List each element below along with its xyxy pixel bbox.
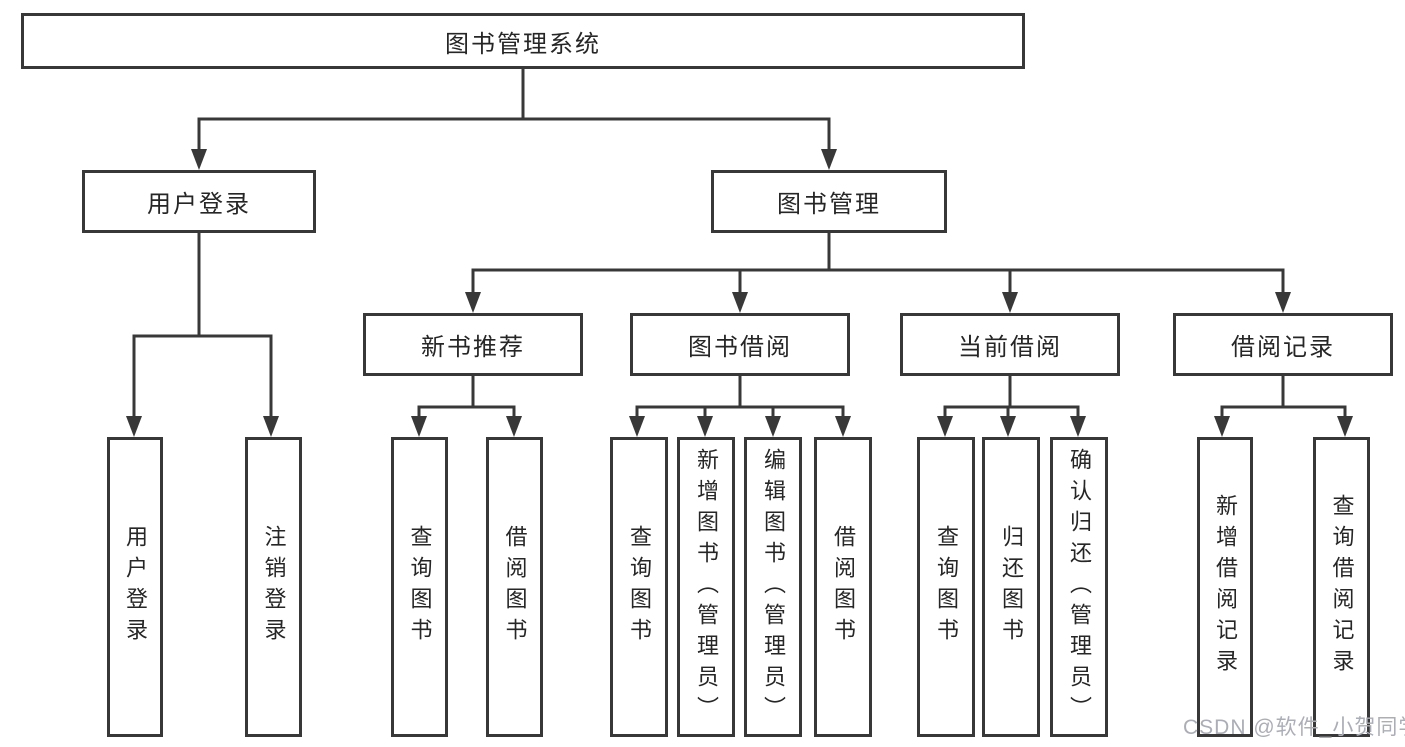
watermark: CSDN @软件_小贺同学 bbox=[1183, 716, 1405, 739]
arrowhead-icon bbox=[821, 149, 837, 170]
arrowheads bbox=[126, 149, 1353, 437]
arrowhead-icon bbox=[629, 416, 645, 437]
leaf-query-books-borrow-label: 查询图书 bbox=[627, 525, 652, 649]
arrowhead-icon bbox=[191, 149, 207, 170]
arrowhead-icon bbox=[697, 416, 713, 437]
arrowhead-icon bbox=[506, 416, 522, 437]
arrowhead-icon bbox=[765, 416, 781, 437]
connector-book-borrow-children bbox=[635, 376, 845, 420]
leaf-query-borrow-record: 查询借阅记录 bbox=[1313, 437, 1370, 737]
leaf-edit-book-admin-label: 编辑图书（管理员） bbox=[761, 447, 786, 727]
node-new-book-recommend: 新书推荐 bbox=[363, 313, 583, 376]
leaf-query-books-current-label: 查询图书 bbox=[934, 525, 959, 649]
node-book-borrow: 图书借阅 bbox=[630, 313, 850, 376]
node-root-label: 图书管理系统 bbox=[445, 30, 601, 58]
leaf-query-books-current: 查询图书 bbox=[917, 437, 975, 737]
arrowhead-icon bbox=[263, 416, 279, 437]
connector-new-book-children bbox=[417, 376, 516, 420]
leaf-query-borrow-record-label: 查询借阅记录 bbox=[1329, 494, 1355, 680]
arrowhead-icon bbox=[1000, 416, 1016, 437]
leaf-add-book-admin: 新增图书（管理员） bbox=[677, 437, 735, 737]
arrowhead-icon bbox=[835, 416, 851, 437]
node-current-borrow-label: 当前借阅 bbox=[958, 334, 1062, 361]
arrowhead-icon bbox=[1337, 416, 1353, 437]
leaf-borrow-books: 借阅图书 bbox=[814, 437, 872, 737]
arrowhead-icon bbox=[1070, 416, 1086, 437]
leaf-return-book: 归还图书 bbox=[982, 437, 1040, 737]
arrowhead-icon bbox=[411, 416, 427, 437]
leaf-borrow-books-recommend-label: 借阅图书 bbox=[502, 525, 528, 649]
connector-paths bbox=[132, 69, 1347, 420]
node-book-management: 图书管理 bbox=[711, 170, 947, 233]
node-book-management-label: 图书管理 bbox=[777, 191, 881, 218]
leaf-query-books-recommend: 查询图书 bbox=[391, 437, 448, 737]
connector-user-login-children bbox=[132, 233, 273, 420]
connector-borrow-record-children bbox=[1220, 376, 1347, 420]
leaf-add-book-admin-label: 新增图书（管理员） bbox=[694, 447, 719, 727]
leaf-logout: 注销登录 bbox=[245, 437, 302, 737]
arrowhead-icon bbox=[1275, 292, 1291, 313]
leaf-confirm-return-admin-label: 确认归还（管理员） bbox=[1067, 447, 1092, 727]
node-root: 图书管理系统 bbox=[21, 13, 1025, 69]
leaf-confirm-return-admin: 确认归还（管理员） bbox=[1050, 437, 1108, 737]
leaf-edit-book-admin: 编辑图书（管理员） bbox=[744, 437, 802, 737]
leaf-borrow-books-label: 借阅图书 bbox=[831, 525, 856, 649]
leaf-return-book-label: 归还图书 bbox=[999, 525, 1024, 649]
leaf-logout-label: 注销登录 bbox=[261, 525, 287, 649]
connector-root-to-level1 bbox=[197, 69, 831, 151]
arrowhead-icon bbox=[1214, 416, 1230, 437]
leaf-query-books-recommend-label: 查询图书 bbox=[407, 525, 433, 649]
leaf-borrow-books-recommend: 借阅图书 bbox=[486, 437, 543, 737]
node-new-book-recommend-label: 新书推荐 bbox=[421, 334, 525, 361]
node-borrow-records-label: 借阅记录 bbox=[1231, 334, 1335, 361]
arrowhead-icon bbox=[937, 416, 953, 437]
node-current-borrow: 当前借阅 bbox=[900, 313, 1120, 376]
connector-current-borrow-children bbox=[943, 376, 1080, 420]
leaf-add-borrow-record-label: 新增借阅记录 bbox=[1213, 494, 1238, 680]
leaf-add-borrow-record: 新增借阅记录 bbox=[1197, 437, 1253, 737]
arrowhead-icon bbox=[126, 416, 142, 437]
leaf-user-login: 用户登录 bbox=[107, 437, 163, 737]
connector-book-management-children bbox=[471, 233, 1285, 296]
node-book-borrow-label: 图书借阅 bbox=[688, 334, 792, 361]
leaf-query-books-borrow: 查询图书 bbox=[610, 437, 668, 737]
node-user-login: 用户登录 bbox=[82, 170, 316, 233]
node-user-login-label: 用户登录 bbox=[147, 191, 251, 218]
arrowhead-icon bbox=[732, 292, 748, 313]
leaf-user-login-label: 用户登录 bbox=[123, 525, 148, 649]
node-borrow-records: 借阅记录 bbox=[1173, 313, 1393, 376]
arrowhead-icon bbox=[1002, 292, 1018, 313]
arrowhead-icon bbox=[465, 292, 481, 313]
